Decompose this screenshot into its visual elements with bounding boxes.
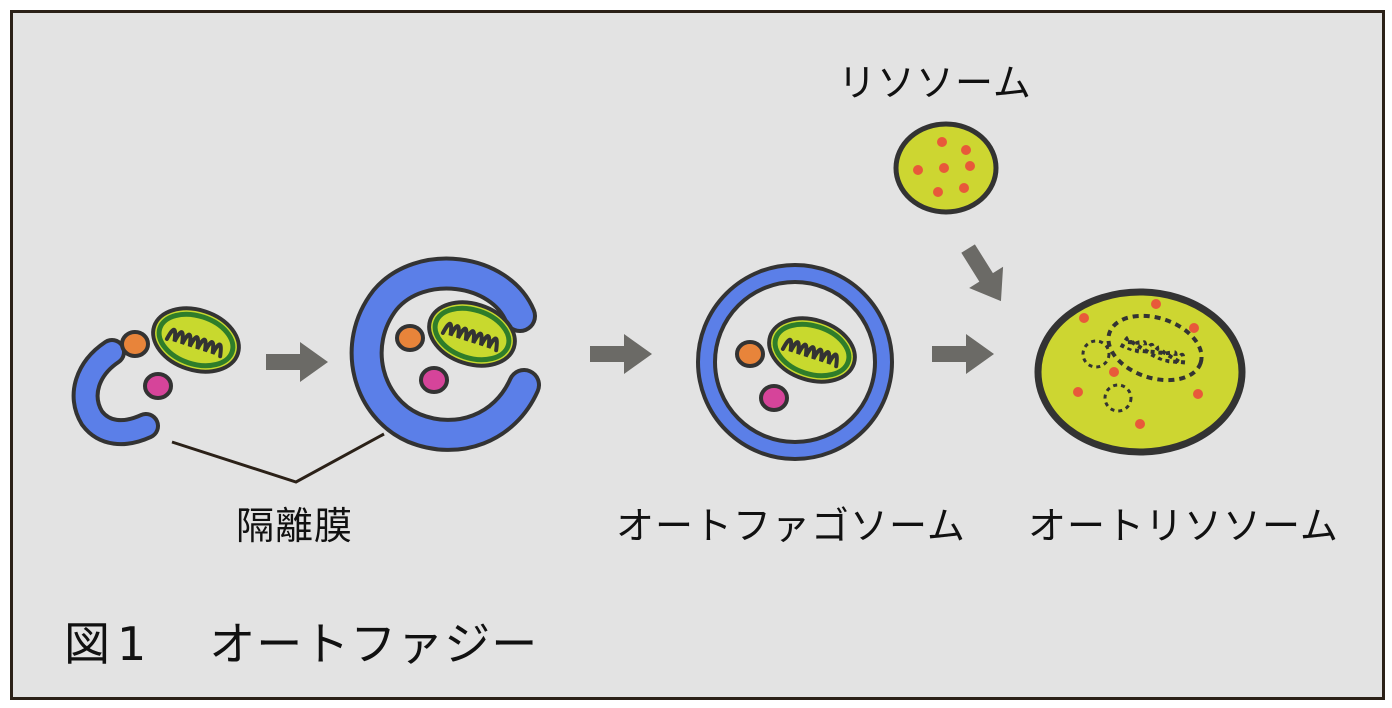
figure-title: オートファジー [209,617,539,671]
orange-vesicle-stage3 [735,340,765,368]
orange-vesicle-stage1 [120,330,150,358]
isolation-membrane-label: 隔離膜 [236,504,354,548]
isolation-membrane-connector [171,432,385,484]
right-arrow-icon [266,342,328,382]
pink-vesicle-stage3 [759,384,789,412]
right-arrow-icon [590,334,652,374]
autolysosome-label: オートリソソーム [1028,504,1339,548]
orange-vesicle-stage2 [395,324,425,352]
mitochondrion-stage3 [767,316,857,384]
pink-vesicle-stage2 [419,366,449,394]
pink-vesicle-stage1 [143,372,173,400]
autolysosome [1034,288,1246,456]
lysosome-label: リソソーム [838,61,1032,105]
isolation-membrane-stage2 [349,256,541,452]
autophagosome-label: オートファゴソーム [616,504,966,548]
lysosome [893,121,999,215]
right-arrow-icon [932,334,994,374]
mitochondrion-stage2 [427,300,517,368]
figure-number: 1 [117,617,148,671]
mitochondrion-stage1 [151,306,241,374]
figure-label: 図 [64,617,111,671]
down-right-arrow-icon [961,244,1004,302]
isolation-membrane-stage1 [71,338,160,447]
